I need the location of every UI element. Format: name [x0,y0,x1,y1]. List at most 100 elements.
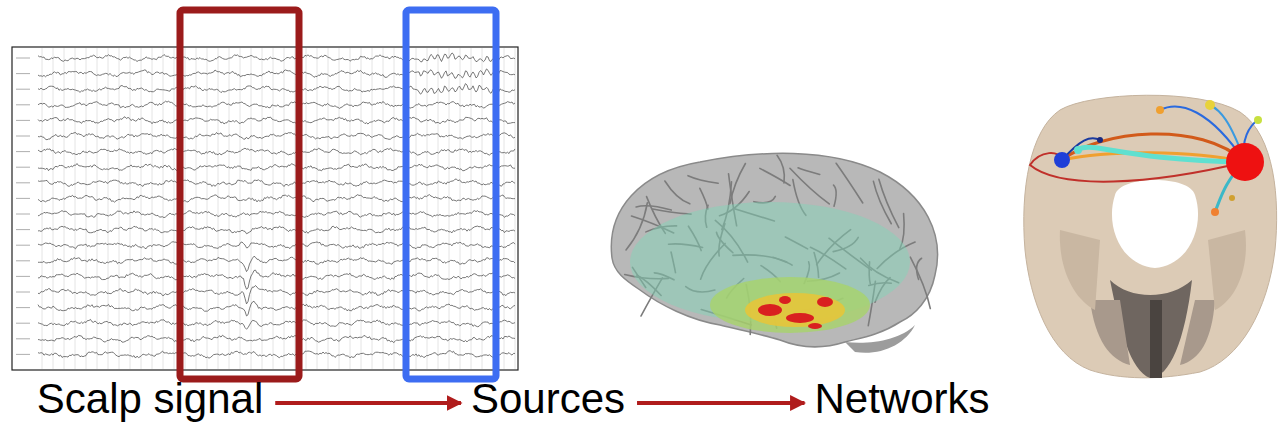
channel-tick [16,354,30,355]
sulcus [665,181,690,204]
eeg-trace [38,101,515,108]
temporal-region [1060,230,1100,310]
grid-line [273,48,274,369]
eeg-trace [38,179,515,186]
channel-tick [16,338,30,339]
eeg-trace [38,351,515,358]
stage-name: Scalp signal [37,374,263,424]
eeg-trace [38,195,515,202]
window-marker [406,10,496,379]
channel-tick [16,198,30,199]
grid-line [394,48,395,369]
grid-line [482,48,483,369]
grid-line [152,48,153,369]
eeg-trace [38,226,515,234]
eeg-trace [38,148,515,155]
eeg-trace [38,211,515,218]
temporal-region [1208,230,1246,310]
grid-line [350,48,351,369]
eeg-trace [38,242,515,249]
grid-line [141,48,142,369]
sulcus [834,185,837,206]
network-hub [1226,143,1264,181]
channel-tick [16,120,30,121]
source-peak [817,297,833,307]
grid-line [75,48,76,369]
channel-tick [16,260,30,261]
source-peak [808,323,822,329]
network-link [1078,147,1245,162]
grid-line [262,48,263,369]
network-node [1074,146,1082,154]
grid-line [471,48,472,369]
grid-line [328,48,329,369]
cortex-surface [611,153,937,352]
grid-line [295,48,296,369]
eeg-trace [38,117,515,124]
grid-line [339,48,340,369]
grid-line [229,48,230,369]
grid-line [108,48,109,369]
source-peak [786,313,814,323]
flow-arrow [275,401,461,405]
sulcus [653,209,691,214]
grid-line [174,48,175,369]
eeg-trace [38,69,515,78]
flow-arrow [637,401,804,405]
midline [1150,300,1162,378]
grid-line [416,48,417,369]
sulcus [688,176,718,184]
network-node [1229,195,1235,201]
sulcus [798,168,820,175]
grid-line [196,48,197,369]
eeg-trace [38,335,515,342]
sulcus [910,257,930,308]
eeg-frame [12,47,518,370]
occipital-region [1090,300,1130,365]
grid-line [42,48,43,369]
channel-tick [16,307,30,308]
eeg-panel [12,10,518,379]
channel-tick [16,276,30,277]
network-node [1156,106,1164,114]
stage-label: Scalp signal [37,374,263,424]
stage-name: Networks [814,374,989,424]
sulcus [700,188,708,209]
sulcus [873,181,891,223]
sulcus [777,155,784,183]
grid-line [515,48,516,369]
network-node [1254,116,1262,124]
brain-outline [611,153,937,347]
network-node [1097,137,1103,143]
grid-line [460,48,461,369]
channel-tick [16,214,30,215]
source-peak [745,293,845,327]
channel-tick [16,89,30,90]
channel-tick [16,73,30,74]
channel-tick [16,292,30,293]
occipital-region [1180,300,1215,365]
source-spread [710,277,870,333]
grid-line [251,48,252,369]
network-node [1205,100,1215,110]
eeg-trace [38,285,515,303]
grid-line [53,48,54,369]
grid-line [306,48,307,369]
grid-line [427,48,428,369]
channel-tick [16,323,30,324]
axial-slice [1024,95,1277,378]
network-node [1211,208,1219,216]
sulcus [730,163,745,203]
grid-line [119,48,120,369]
channel-tick [16,229,30,230]
source-peak [758,304,782,316]
grid-line [504,48,505,369]
grid-line [163,48,164,369]
channel-tick [16,58,30,59]
stage-label: Sources [471,374,625,424]
slice-outline [1024,95,1277,378]
grid-line [383,48,384,369]
cerebellum [845,325,915,353]
grid-line [64,48,65,369]
grid-line [207,48,208,369]
